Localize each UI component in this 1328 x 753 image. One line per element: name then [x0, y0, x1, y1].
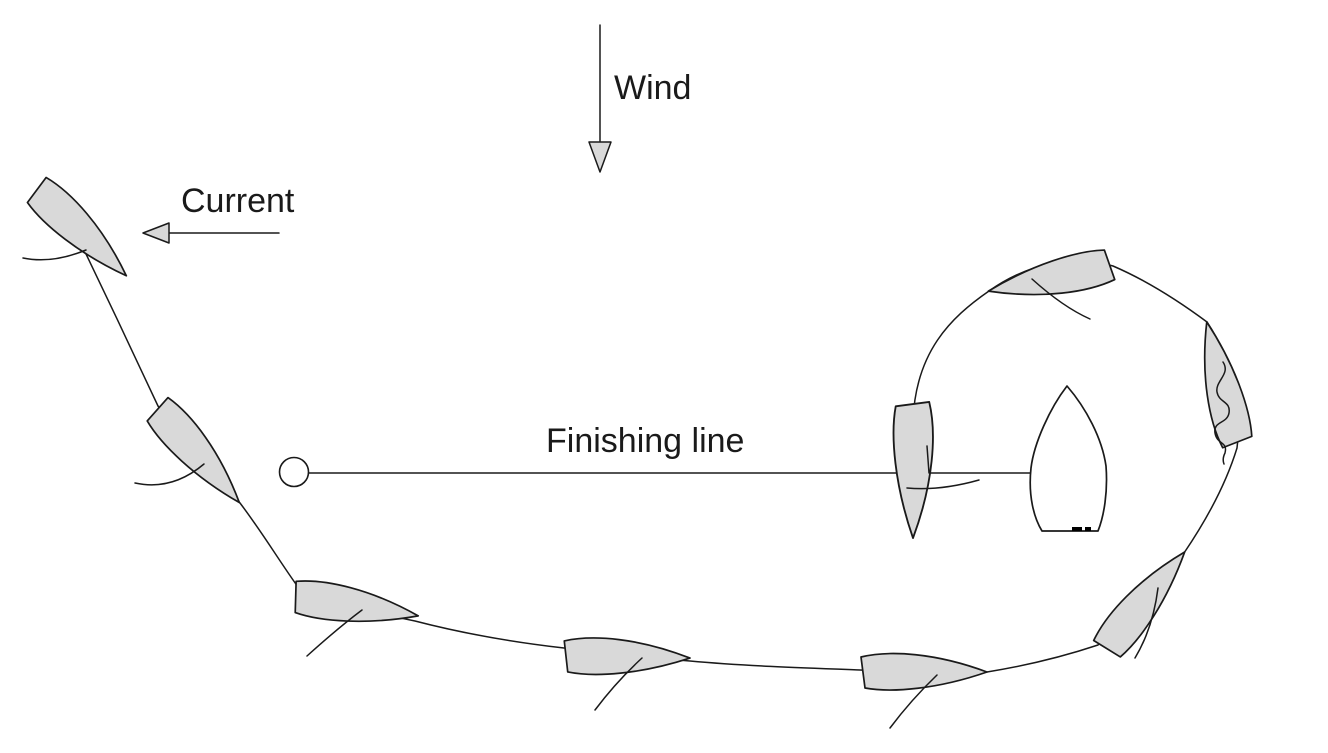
boom-line: [906, 479, 980, 490]
sailboat-3-bottom-left: [290, 577, 422, 635]
sailboat-5-bottom-right: [860, 652, 988, 691]
wind-arrowhead-icon: [588, 141, 612, 173]
mast-line: [926, 445, 930, 474]
sailboat-7-luffing-right-side: [1188, 316, 1256, 450]
sailboat-2-left-arc: [142, 394, 255, 516]
trajectory-path: [64, 209, 1240, 674]
finishing-line-label: Finishing line: [546, 422, 744, 460]
boom-line: [594, 657, 643, 711]
luffing-sail-line: [1214, 361, 1230, 465]
sailboat-1-start: [22, 174, 140, 290]
current-arrowhead-icon: [142, 222, 170, 244]
sailboat-4-bottom-middle: [562, 636, 692, 677]
sailboat-6-heading-up-right: [1090, 539, 1200, 663]
sailboat-9-crossing-finish: [892, 401, 934, 539]
committee-boat-hull: [1029, 385, 1108, 532]
boom-line: [306, 609, 363, 657]
current-label: Current: [181, 182, 295, 220]
boom-line: [889, 674, 938, 729]
boom-line: [134, 463, 205, 486]
boom-line: [1031, 278, 1091, 320]
boom-line: [1134, 587, 1159, 659]
committee-boat: [1029, 385, 1108, 532]
finish-mark-buoy: [278, 456, 310, 488]
current-indicator: Current: [142, 182, 295, 244]
sailboat-8-loop-top: [983, 246, 1117, 310]
wind-indicator: Wind: [588, 24, 691, 173]
boom-line: [22, 249, 87, 261]
boom-lines: [22, 249, 1230, 729]
wind-label: Wind: [614, 69, 691, 107]
